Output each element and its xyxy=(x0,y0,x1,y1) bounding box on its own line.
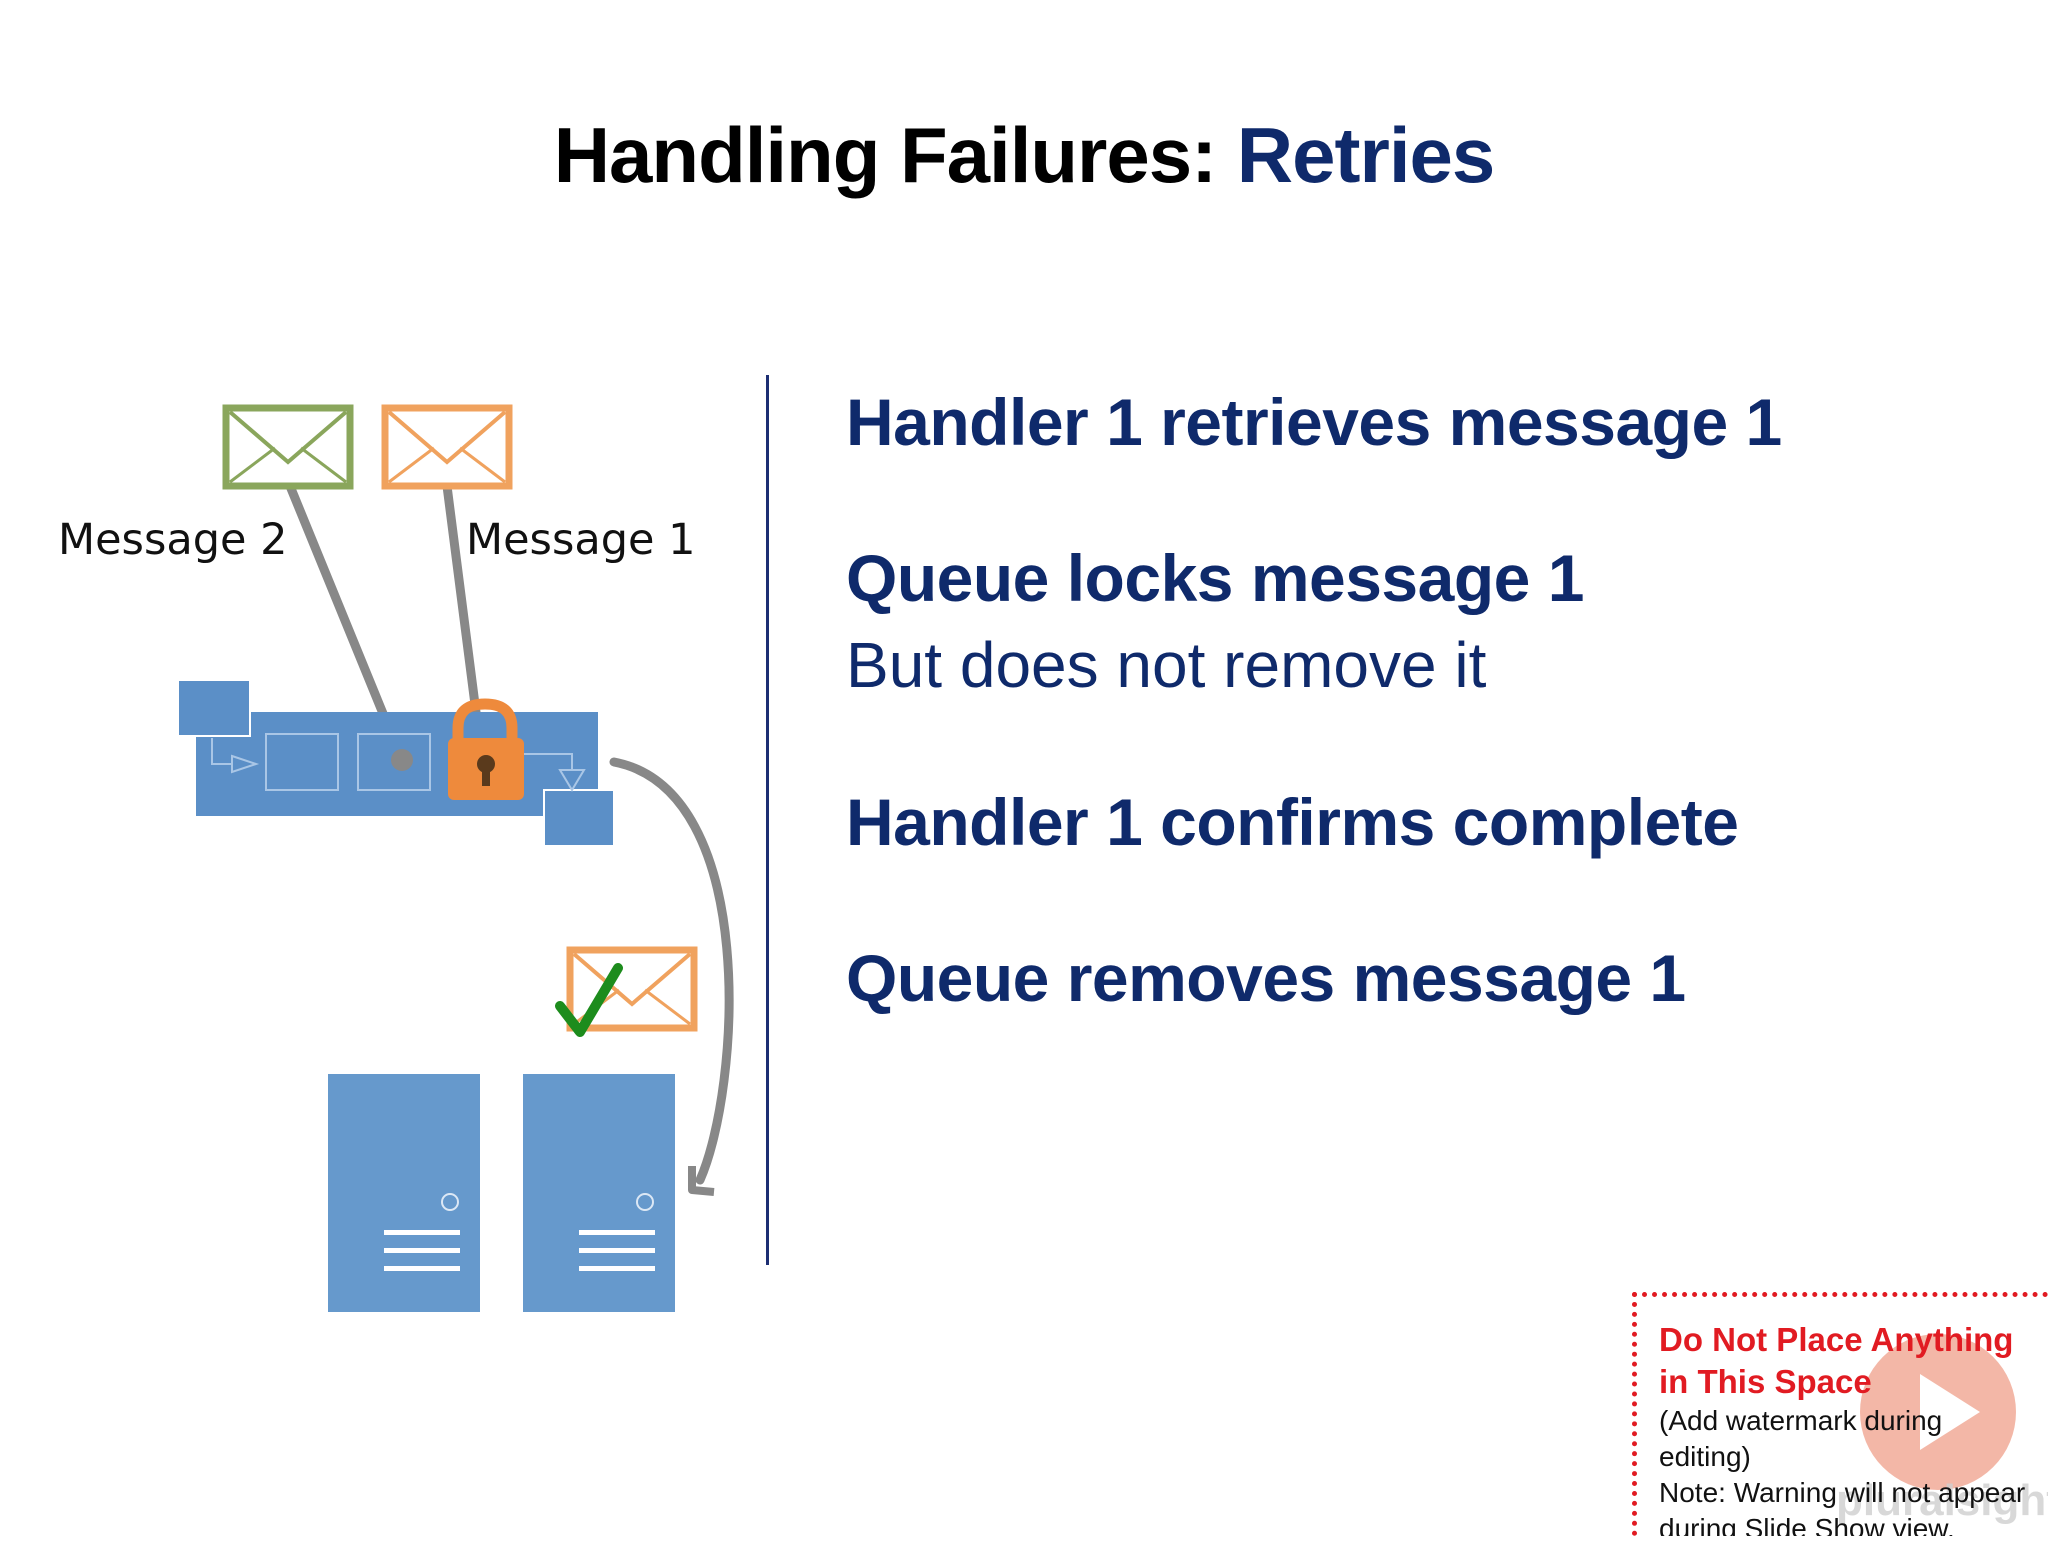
bullet-1-title: Handler 1 retrieves message 1 xyxy=(846,385,1782,459)
connector-end-dot xyxy=(391,749,413,771)
label-message-2: Message 2 xyxy=(58,515,288,565)
bullet-2-subtitle: But does not remove it xyxy=(846,629,1487,701)
divider-line xyxy=(766,375,769,1265)
envelope-orange-icon xyxy=(381,404,513,490)
brand-watermark: pluralsight xyxy=(1836,1476,2048,1525)
bullet-3-title: Handler 1 confirms complete xyxy=(846,785,1739,859)
slide-title: Handling Failures: Retries xyxy=(0,110,2048,201)
check-icon xyxy=(555,963,623,1037)
title-main: Handling Failures: xyxy=(553,111,1237,199)
reserved-space-notice: Do Not Place Anything in This Space (Add… xyxy=(1632,1292,2048,1536)
label-message-1: Message 1 xyxy=(466,515,696,565)
connector-queue-to-handler xyxy=(609,757,734,1185)
connector-message-1 xyxy=(442,481,482,725)
bullet-4-title: Queue removes message 1 xyxy=(846,941,1686,1015)
notice-note-1: (Add watermark during editing) xyxy=(1659,1405,1943,1472)
queue-diagram: Message 2 Message 1 xyxy=(0,0,800,1536)
notice-note-2: Note: Warning will not appear during Sli… xyxy=(1659,1477,2026,1536)
arrowhead-icon xyxy=(688,1166,715,1196)
play-logo-icon xyxy=(1860,1334,2016,1490)
notice-warning-line1: Do Not Place Anything xyxy=(1659,1321,2014,1358)
title-accent: Retries xyxy=(1236,111,1495,199)
server-left-icon xyxy=(328,1074,480,1312)
diagram-graphic xyxy=(177,404,734,1312)
bullet-2-title: Queue locks message 1 xyxy=(846,541,1584,615)
lock-icon xyxy=(448,698,524,800)
envelope-green-icon xyxy=(222,404,354,490)
server-right-icon xyxy=(523,1074,675,1312)
notice-warning-line2: in This Space xyxy=(1659,1363,1872,1400)
